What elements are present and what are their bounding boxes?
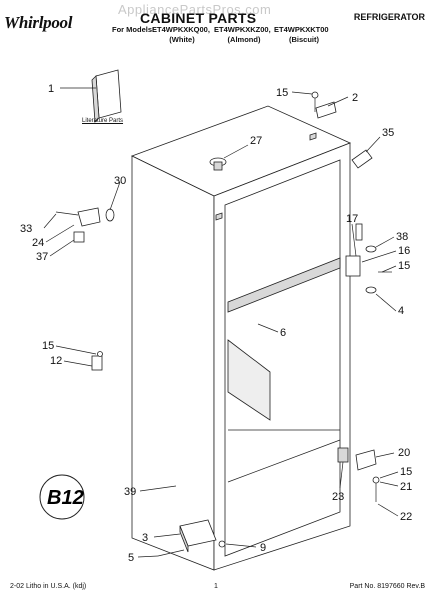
- callout-23: 23: [332, 491, 344, 503]
- variant-biscuit: (Biscuit): [289, 35, 319, 44]
- callout-37: 37: [36, 251, 48, 263]
- callout-15-top: 15: [276, 87, 288, 99]
- callout-33: 33: [20, 223, 32, 235]
- callout-22: 22: [400, 511, 412, 523]
- models-prefix: For Models:: [112, 25, 155, 34]
- callout-30: 30: [114, 175, 126, 187]
- callout-12: 12: [50, 355, 62, 367]
- callout-35: 35: [382, 127, 394, 139]
- callout-15-bottom: 15: [400, 466, 412, 478]
- callout-3: 3: [142, 532, 148, 544]
- footer-part-number: Part No. 8197660 Rev.B: [349, 583, 425, 590]
- callout-6: 5: [128, 552, 134, 564]
- callout-4: 4: [398, 305, 404, 317]
- watermark: AppliancePartsPros.com: [118, 2, 272, 17]
- refrigerator-cabinet: [130, 105, 352, 571]
- b12-badge: B12: [39, 474, 85, 520]
- plug-button: [209, 157, 227, 171]
- model-number-almond: ET4WPKXKZ00,: [214, 25, 271, 34]
- leveling-parts: [157, 519, 226, 557]
- callout-20: 20: [398, 447, 410, 459]
- door-stop-parts: [55, 207, 115, 243]
- brand-logo: Whirlpool: [4, 13, 73, 32]
- callout-5: 6: [280, 327, 286, 339]
- callout-1: 1: [48, 83, 54, 95]
- top-hinge-parts: [311, 91, 337, 119]
- variant-almond: (Almond): [227, 35, 261, 44]
- footer-page-number: 1: [214, 583, 218, 590]
- callouts: 1 2 15 35 27 30 33 24 37 17 38 16 15 4 6…: [20, 83, 412, 564]
- callout-16: 16: [398, 245, 410, 257]
- callout-27: 27: [250, 135, 262, 147]
- variant-white: (White): [169, 35, 195, 44]
- callout-39: 39: [124, 486, 136, 498]
- leader-lines: [43, 87, 399, 558]
- callout-2: 2: [352, 92, 358, 104]
- callout-15-hinge: 15: [398, 260, 410, 272]
- hinge-cover: [351, 149, 373, 169]
- callout-38: 38: [396, 231, 408, 243]
- svg-text:B12: B12: [47, 487, 84, 509]
- footer-litho: 2-02 Litho in U.S.A. (kdj): [10, 583, 87, 590]
- category-label: REFRIGERATOR: [353, 12, 425, 22]
- callout-9: 9: [260, 542, 266, 554]
- page-title: CABINET PARTS: [140, 10, 257, 26]
- callout-24: 24: [32, 237, 44, 249]
- lower-hinge-parts: [337, 447, 380, 502]
- literature-booklet: [91, 69, 122, 123]
- callout-21: 21: [400, 481, 412, 493]
- model-number-white: ET4WPKXKQ00,: [152, 25, 210, 34]
- literature-parts-label: Literature Parts: [82, 118, 124, 124]
- model-number-biscuit: ET4WPKXKT00: [274, 25, 329, 34]
- callout-15-left: 15: [42, 340, 54, 352]
- door-closer: [91, 351, 103, 371]
- hinge-parts: [345, 223, 392, 294]
- callout-17: 17: [346, 213, 358, 225]
